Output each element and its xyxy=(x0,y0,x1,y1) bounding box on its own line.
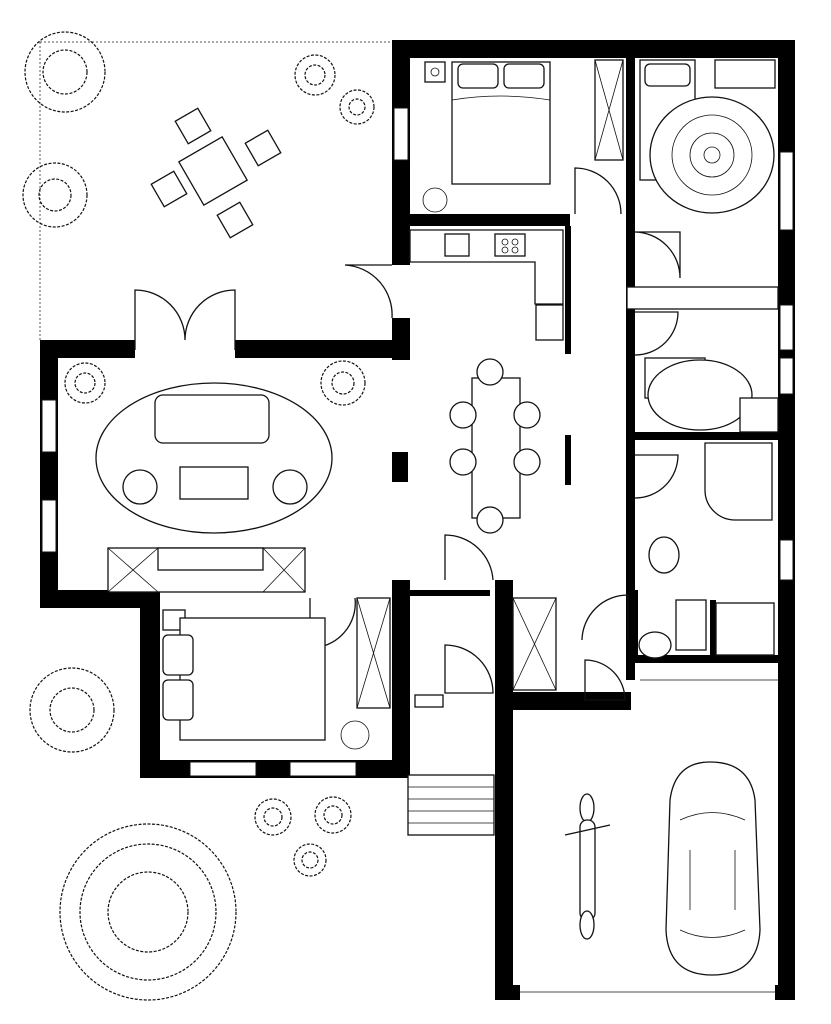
kids-room xyxy=(639,59,776,214)
doors xyxy=(134,167,681,701)
master-bed xyxy=(422,61,551,213)
dining-table xyxy=(449,358,541,534)
car xyxy=(665,761,761,976)
motorcycle xyxy=(564,793,611,940)
trees xyxy=(22,31,375,1001)
living-area xyxy=(95,382,333,593)
terrace-table-set xyxy=(150,107,282,239)
bathroom xyxy=(626,286,779,659)
bedroom-bed xyxy=(162,597,557,750)
entrance-stairs xyxy=(407,694,495,836)
kitchen-counter xyxy=(409,229,564,341)
windows xyxy=(41,107,794,993)
